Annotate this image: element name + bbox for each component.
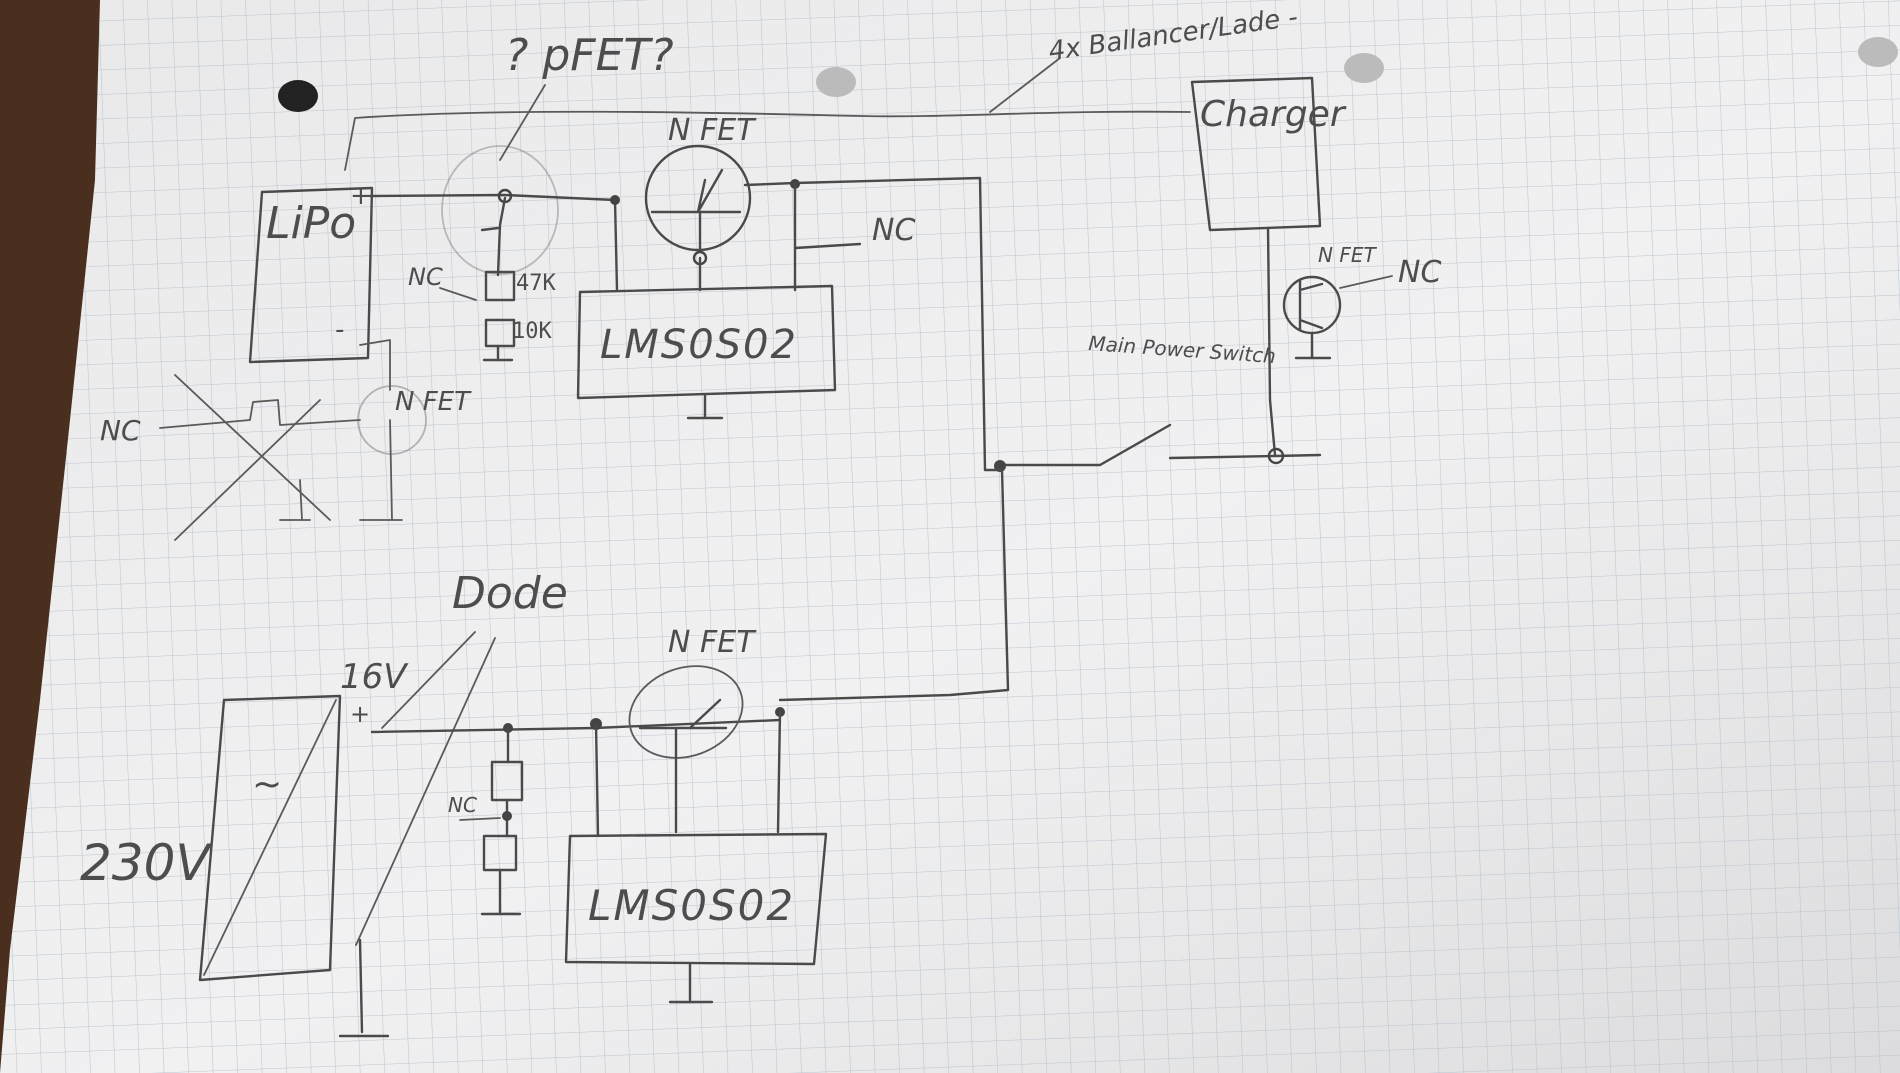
lipo-battery-box (248, 186, 374, 364)
switch-node-right (1267, 447, 1285, 465)
struck-nfet-circle (357, 385, 427, 455)
nfet-top-symbol (650, 168, 742, 252)
balancer-leader (989, 57, 1061, 113)
divider-bottom-ground (480, 868, 522, 916)
resistor-10k (484, 318, 516, 348)
charger-label: Charger (1200, 94, 1347, 135)
pfet-question-label: ? pFET? (505, 30, 674, 81)
junction-dot (502, 811, 512, 821)
divider-ground (482, 344, 514, 362)
lipo-label: LiPo (266, 198, 356, 249)
resistor-10k-label: 10K (512, 319, 552, 344)
nc-arrow (439, 287, 477, 301)
diode-leader-1 (381, 631, 476, 729)
punch-holes (278, 37, 1898, 112)
struck-wires (159, 339, 403, 521)
nfet-bottom-label: N FET (668, 625, 757, 660)
junction-dot (610, 195, 620, 205)
struck-nfet-label: N FET (395, 387, 472, 417)
lipo-plus-label: + (350, 181, 372, 211)
nfet-bottom-symbol (638, 698, 728, 834)
rail-to-lm-bottom (594, 722, 600, 838)
psu-ac-symbol: ~ (252, 764, 282, 805)
main-power-switch-wire (998, 423, 1322, 467)
balancer-wire (344, 110, 1191, 171)
lm-top-ground (686, 393, 724, 420)
trunk-wire (778, 468, 1010, 702)
rail-to-lm-bottom-right (776, 710, 782, 834)
pfet-leader (499, 84, 546, 161)
nfet-drain-rail (743, 176, 987, 472)
lm-bottom-ground (668, 962, 714, 1004)
nc-label-top: NC (872, 213, 915, 248)
nfet-bottom-circle (628, 665, 744, 759)
nc-line-top (793, 242, 862, 250)
psu-plus-label: + (350, 700, 370, 728)
charger-down-wire (1266, 226, 1277, 457)
nfet-top-label: N FET (668, 113, 757, 148)
nc-label-struck: NC (100, 414, 141, 447)
lm-bottom-box (564, 832, 828, 966)
psu-diagonal (203, 699, 337, 976)
nc-label-right: NC (1398, 255, 1441, 290)
psu-ground (338, 938, 390, 1038)
resistor-47k-label: 47K (516, 271, 556, 296)
rail-to-lm-top (613, 198, 619, 292)
nc-bottom-arrow (459, 817, 501, 821)
charger-box (1190, 76, 1322, 232)
resistor-47k (484, 270, 516, 302)
divider-wire (496, 196, 507, 277)
lm-top-label: LMS0S02 (600, 322, 798, 368)
lm-bottom-label: LMS0S02 (588, 881, 795, 930)
lipo-minus-label: - (335, 315, 344, 345)
nc-line-right (1339, 275, 1393, 289)
lipo-positive-rail (368, 193, 617, 202)
divider-tap (480, 226, 500, 232)
pfet-circle (441, 145, 559, 275)
diode-label: Dode (452, 568, 568, 619)
psu-230v-label: 230V (80, 834, 213, 892)
psu-box (198, 694, 342, 982)
nc-label-divider: NC (408, 263, 443, 291)
nfet-right-symbol (1294, 278, 1332, 360)
diode-leader-2 (355, 637, 496, 946)
psu-16v-label: 16V (340, 657, 409, 697)
nfet-top-circle (644, 144, 752, 252)
nfet-right-label: N FET (1318, 243, 1377, 267)
nc-label-bottom: NC (448, 793, 477, 817)
lm-top-box (576, 284, 837, 400)
